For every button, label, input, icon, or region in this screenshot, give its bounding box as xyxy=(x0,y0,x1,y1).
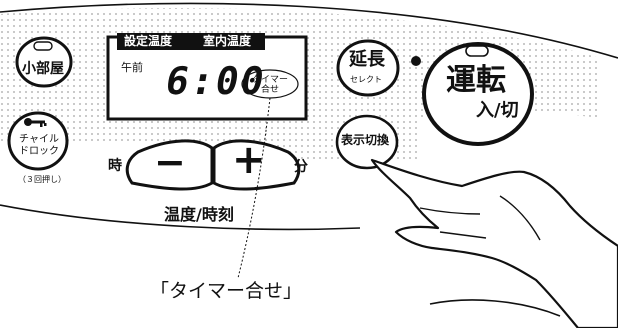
panel-edge xyxy=(0,2,618,59)
display-switch-button-shape xyxy=(335,114,399,170)
lcd-header-room-temp: 室内温度 xyxy=(203,34,252,48)
minus-button-shape xyxy=(125,139,214,191)
run-button-sublabel: 入/切 xyxy=(476,100,519,121)
run-button-label[interactable]: 運転 xyxy=(446,63,506,98)
pointing-hand-illustration xyxy=(370,158,618,330)
small-room-button-shape xyxy=(15,36,73,88)
minus-button[interactable]: − xyxy=(154,140,186,184)
small-room-button[interactable]: 小部屋 xyxy=(22,61,64,77)
key-icon xyxy=(24,118,47,127)
temp-time-label: 温度/時刻 xyxy=(164,205,234,224)
run-button-shape xyxy=(422,42,534,146)
timer-set-badge-label: タイマー合せ xyxy=(251,75,288,95)
child-lock-note: （３回押し） xyxy=(18,175,66,184)
plus-button[interactable]: + xyxy=(232,137,266,183)
lcd-header-set-temp: 設定温度 xyxy=(124,34,173,48)
callout-label: 「タイマー合せ」 xyxy=(150,280,303,302)
indicator-dot xyxy=(411,56,421,66)
lcd-am-label: 午前 xyxy=(121,61,143,74)
plus-button-shape xyxy=(212,139,301,191)
extend-button-sublabel: セレクト xyxy=(350,75,382,84)
child-lock-button[interactable]: チャイルドロック xyxy=(19,134,59,157)
callout-leader xyxy=(237,97,271,279)
panel-bottom-edge xyxy=(0,204,361,231)
minute-label: 分 xyxy=(294,159,308,175)
extend-button-shape xyxy=(336,39,400,97)
hour-label: 時 xyxy=(108,158,122,174)
display-switch-button[interactable]: 表示切換 xyxy=(341,133,390,147)
extend-button-label[interactable]: 延長 xyxy=(349,49,385,70)
child-lock-button-shape xyxy=(7,111,69,171)
